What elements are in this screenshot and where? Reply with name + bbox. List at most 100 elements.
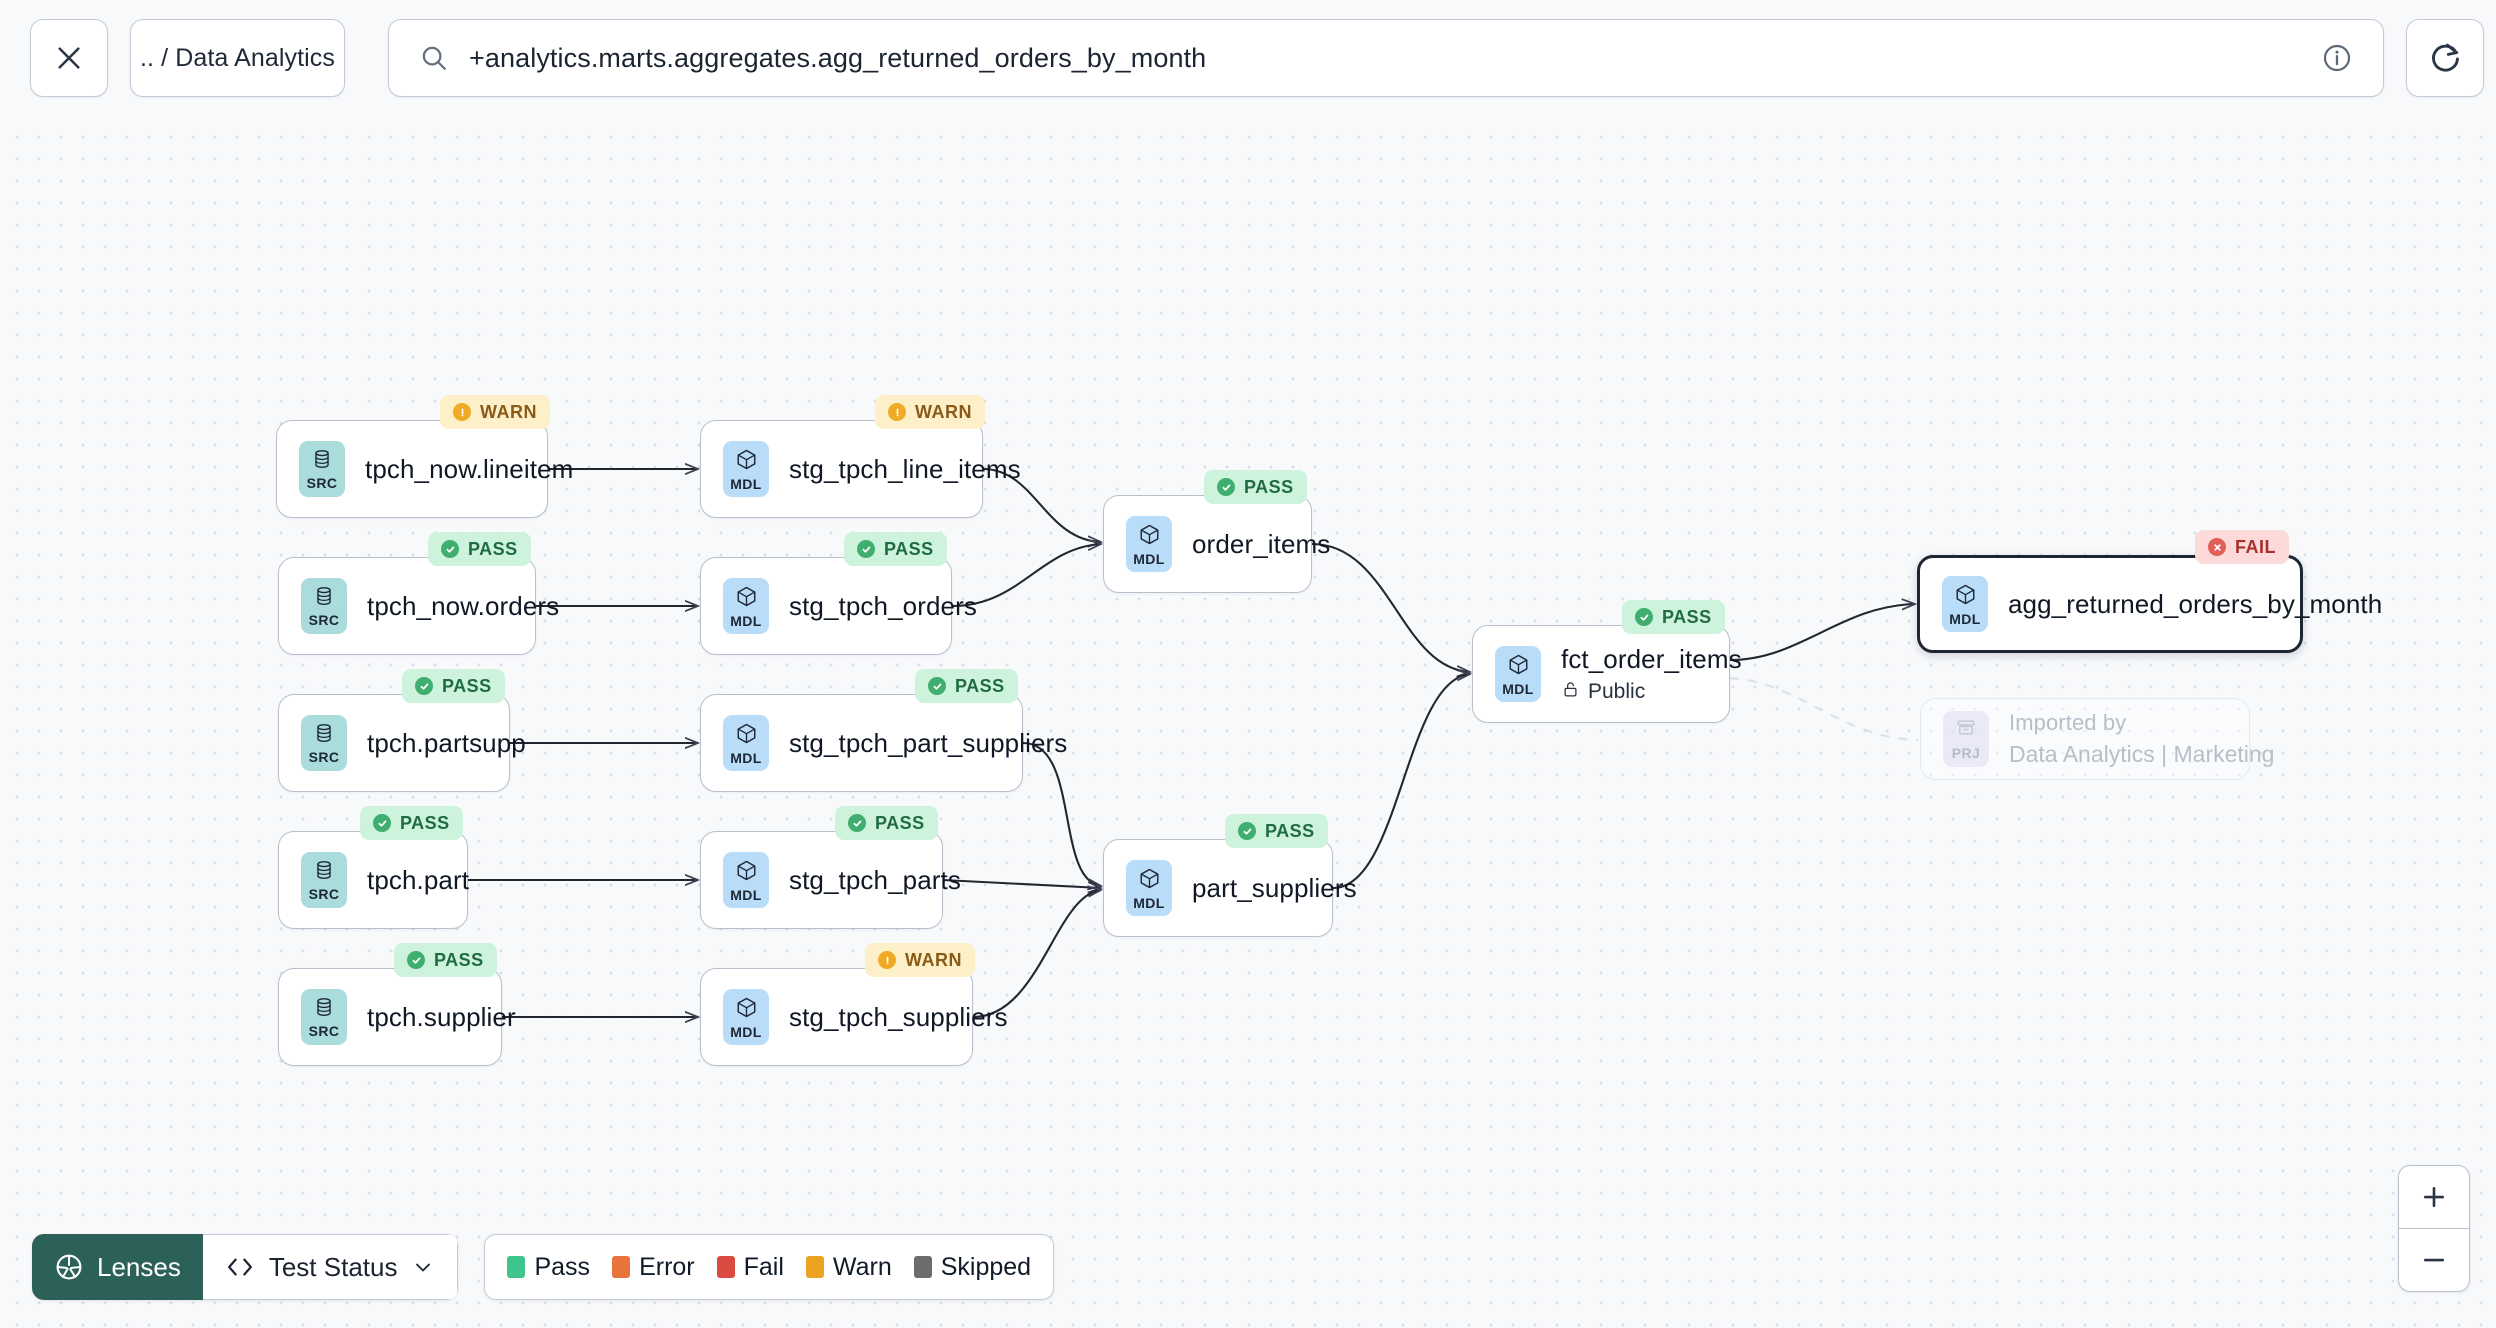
node-title: tpch.supplier [367, 1001, 516, 1032]
legend-label: Error [639, 1252, 695, 1281]
legend-item-pass[interactable]: Pass [507, 1253, 590, 1282]
node-body: agg_returned_orders_by_month [2008, 589, 2382, 620]
test-status-dropdown[interactable]: Test Status [202, 1234, 459, 1300]
node-title: part_suppliers [1192, 872, 1357, 903]
unlock-icon [1561, 680, 1580, 705]
status-badge-pass: PASS [1225, 814, 1328, 848]
node-kind-label: MDL [1949, 610, 1981, 627]
archive-icon [1955, 718, 1977, 745]
node-title: fct_order_items [1561, 643, 1742, 674]
status-badge-pass: PASS [1622, 600, 1725, 634]
search-input[interactable]: +analytics.marts.aggregates.agg_returned… [388, 19, 2384, 97]
node-body: tpch.part [367, 865, 469, 896]
search-icon [419, 43, 449, 73]
legend-label: Fail [743, 1252, 784, 1281]
close-button[interactable] [30, 19, 108, 97]
node-kind-badge-mdl: MDL [723, 578, 769, 634]
info-icon[interactable] [2321, 42, 2353, 74]
status-dot-icon [407, 951, 425, 969]
node-body: tpch_now.orders [367, 591, 559, 622]
node-body: tpch.supplier [367, 1002, 516, 1033]
legend-swatch-error [612, 1256, 631, 1278]
legend-item-skipped[interactable]: Skipped [913, 1253, 1031, 1282]
node-title: order_items [1192, 528, 1331, 559]
status-dot-icon [878, 951, 896, 969]
status-badge-pass: PASS [915, 669, 1018, 703]
status-badge-pass: PASS [844, 532, 947, 566]
code-icon [227, 1258, 252, 1276]
cube-icon [735, 859, 758, 887]
status-dot-icon [1238, 822, 1256, 840]
node-kind-badge-src: SRC [301, 989, 347, 1045]
node-kind-badge-mdl: MDL [1126, 516, 1172, 572]
status-badge-label: WARN [905, 949, 962, 970]
graph-node-src_part[interactable]: SRC tpch.part [278, 831, 469, 929]
node-title: stg_tpch_orders [789, 590, 977, 621]
node-kind-label: MDL [1502, 680, 1534, 697]
breadcrumb[interactable]: .. / Data Analytics [130, 19, 345, 97]
zoom-controls [2398, 1165, 2470, 1292]
status-badge-pass: PASS [402, 669, 505, 703]
cube-icon [1954, 583, 1977, 611]
node-title: tpch_now.orders [367, 590, 560, 621]
graph-node-src_lineitem[interactable]: SRC tpch_now.lineitem [276, 420, 573, 518]
graph-node-agg_returned[interactable]: MDL agg_returned_orders_by_month [1917, 555, 2382, 653]
graph-node-part_suppliers[interactable]: MDL part_suppliers [1103, 839, 1357, 937]
lenses-button[interactable]: Lenses [32, 1234, 203, 1300]
graph-node-src_supplier[interactable]: SRC tpch.supplier [278, 968, 516, 1066]
node-title: tpch.partsupp [367, 727, 526, 758]
cube-icon [1507, 653, 1530, 681]
refresh-icon [2432, 43, 2459, 72]
test-status-label: Test Status [268, 1251, 398, 1282]
graph-node-order_items[interactable]: MDL order_items [1103, 495, 1330, 593]
legend-item-fail[interactable]: Fail [716, 1252, 784, 1282]
graph-node-stg_orders[interactable]: MDL stg_tpch_orders [700, 557, 977, 655]
legend-item-error[interactable]: Error [612, 1253, 695, 1282]
chevron-down-icon [416, 1263, 431, 1272]
status-badge-label: PASS [1244, 476, 1294, 497]
node-kind-label: MDL [730, 886, 762, 903]
node-kind-badge-src: SRC [299, 441, 345, 497]
node-title: stg_tpch_parts [789, 864, 961, 895]
node-body: stg_tpch_orders [789, 591, 977, 622]
node-body: order_items [1192, 529, 1330, 560]
node-title: stg_tpch_part_suppliers [789, 727, 1068, 758]
node-title: agg_returned_orders_by_month [2008, 588, 2383, 619]
status-badge-label: PASS [1265, 820, 1315, 841]
status-dot-icon [848, 814, 866, 832]
node-body: tpch.partsupp [367, 728, 526, 759]
status-dot-icon [1635, 608, 1653, 626]
node-kind-badge-mdl: MDL [1495, 646, 1541, 702]
refresh-button[interactable] [2406, 19, 2484, 97]
zoom-in-button[interactable] [2399, 1166, 2469, 1228]
node-kind-badge-prj: PRJ [1943, 711, 1989, 767]
status-badge-label: PASS [1662, 606, 1712, 627]
zoom-out-button[interactable] [2399, 1229, 2469, 1291]
breadcrumb-label: .. / Data Analytics [139, 43, 336, 72]
legend-swatch-skipped [913, 1256, 932, 1278]
graph-node-stg_parts[interactable]: MDL stg_tpch_parts [700, 831, 961, 929]
legend-item-warn[interactable]: Warn [805, 1253, 892, 1282]
graph-node-src_orders[interactable]: SRC tpch_now.orders [278, 557, 559, 655]
node-kind-label: MDL [730, 612, 762, 629]
status-dot-icon [928, 677, 946, 695]
status-badge-pass: PASS [394, 943, 497, 977]
status-dot-icon [373, 814, 391, 832]
node-body: tpch_now.lineitem [365, 454, 573, 485]
node-kind-label: MDL [1133, 894, 1165, 911]
node-title: stg_tpch_suppliers [789, 1001, 1008, 1032]
node-kind-label: SRC [308, 612, 340, 628]
node-subtitle-label: Public [1588, 680, 1646, 703]
status-badge-label: PASS [955, 675, 1005, 696]
node-kind-label: SRC [308, 886, 340, 902]
graph-canvas[interactable] [0, 118, 2496, 1328]
